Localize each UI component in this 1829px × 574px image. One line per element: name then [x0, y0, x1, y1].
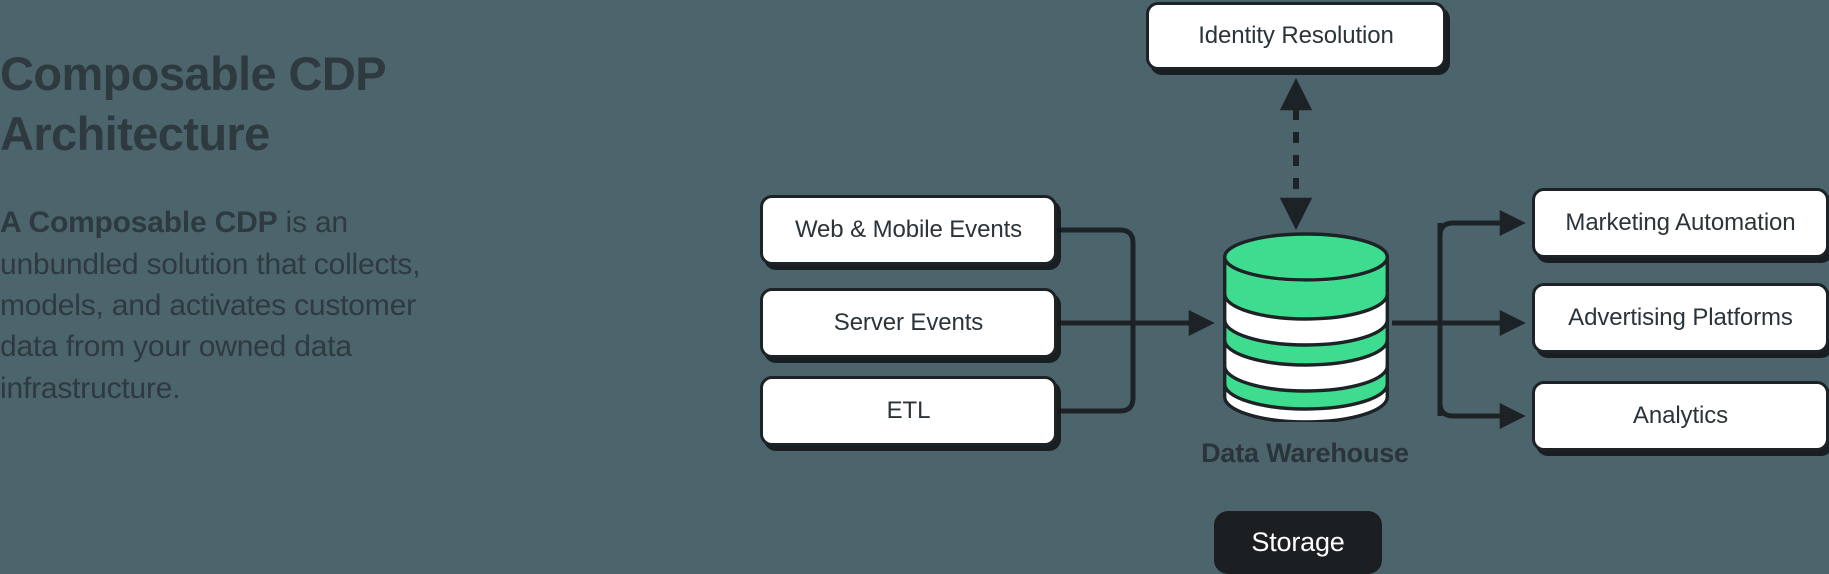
node-server-events-label: Server Events: [833, 309, 984, 336]
node-advertising-platforms-label: Advertising Platforms: [1568, 304, 1793, 331]
node-analytics-label: Analytics: [1632, 402, 1729, 429]
node-etl[interactable]: ETL: [760, 376, 1057, 446]
node-marketing-automation[interactable]: Marketing Automation: [1532, 188, 1829, 258]
intro-text-block: Composable CDP Architecture A Composable…: [0, 44, 460, 409]
node-identity-resolution[interactable]: Identity Resolution: [1146, 2, 1446, 70]
node-web-and-mobile-events-label: Web & Mobile Events: [794, 216, 1023, 243]
intro-paragraph: A Composable CDP is an unbundled solutio…: [0, 202, 460, 409]
page-title: Composable CDP Architecture: [0, 47, 387, 161]
storage-badge[interactable]: Storage: [1214, 511, 1382, 574]
node-web-and-mobile-events[interactable]: Web & Mobile Events: [760, 195, 1057, 265]
connector-sources-to-warehouse: [1057, 227, 1215, 414]
node-identity-resolution-label: Identity Resolution: [1198, 22, 1394, 49]
connector-warehouse-to-destinations: [1392, 210, 1526, 429]
database-icon: [1222, 232, 1390, 424]
intro-body-text: is an unbundled solution that collects, …: [0, 206, 421, 405]
node-advertising-platforms[interactable]: Advertising Platforms: [1532, 283, 1829, 353]
node-analytics[interactable]: Analytics: [1532, 381, 1829, 451]
node-etl-label: ETL: [886, 397, 931, 424]
node-server-events[interactable]: Server Events: [760, 288, 1057, 358]
node-marketing-automation-label: Marketing Automation: [1565, 209, 1796, 236]
intro-lead-phrase: A Composable CDP: [0, 206, 278, 240]
data-warehouse-label: Data Warehouse: [1201, 438, 1409, 468]
data-warehouse-cylinder-icon: [1222, 232, 1390, 424]
storage-badge-label: Storage: [1251, 527, 1345, 557]
